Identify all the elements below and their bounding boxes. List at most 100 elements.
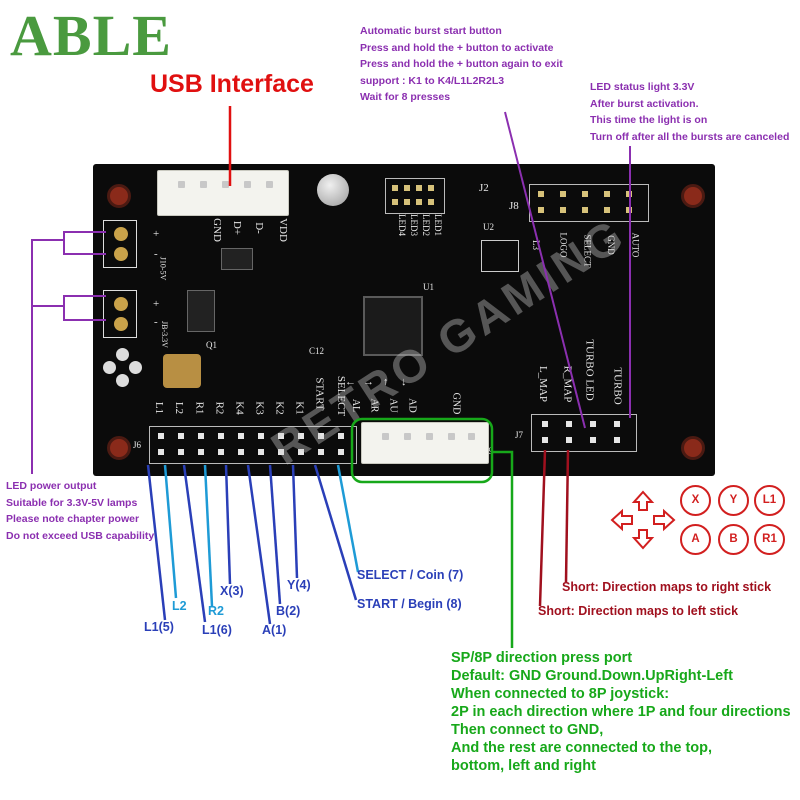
led-power-callout-line (63, 295, 106, 321)
port-callout-line (492, 450, 514, 648)
minus-label: - (154, 248, 158, 260)
u1-label: U1 (423, 282, 434, 292)
button-a: A (680, 524, 711, 555)
j8-label: J8 (509, 200, 519, 212)
j9-arrow: ↓ (401, 376, 407, 388)
j6-label: J6 (133, 440, 142, 450)
burst-callout-line (504, 111, 586, 429)
brand-logo: ABLE (10, 3, 172, 68)
plus-label: + (153, 228, 160, 240)
burst-note-line: Press and hold the + button to activate (360, 41, 554, 54)
port-note-line: bottom, left and right (451, 758, 596, 774)
led-status-note-line: After burst activation. (590, 97, 699, 110)
a1-line (246, 464, 272, 625)
l1-5-line (146, 464, 167, 621)
port-note-line: Default: GND Ground.Down.UpRight-Left (451, 668, 733, 684)
button-x: X (680, 485, 711, 516)
start-line (313, 464, 358, 601)
label-r2: R2 (208, 604, 224, 618)
port-note-line: And the rest are connected to the top, (451, 740, 713, 756)
label-l2: L2 (172, 599, 187, 613)
mount-hole-icon (681, 436, 705, 460)
led-power-callout-line (63, 240, 106, 255)
led-power-note: LED power output Suitable for 3.3V-5V la… (6, 478, 154, 544)
j2-label: J2 (479, 182, 489, 194)
l1-6-line (182, 464, 207, 623)
burst-note-line: Wait for 8 presses (360, 91, 451, 103)
port-highlight (350, 417, 494, 484)
label-select: SELECT / Coin (7) (357, 568, 464, 582)
button-b: B (718, 524, 749, 555)
label-short-left: Short: Direction maps to left stick (538, 604, 739, 618)
burst-note-line: Press and hold the + button again to exi… (360, 58, 563, 70)
label-b2: B(2) (276, 604, 301, 618)
u2-label: U2 (483, 222, 494, 232)
label-l1-5: L1(5) (144, 620, 174, 634)
j7-header (531, 414, 637, 452)
jb-terminal (103, 290, 137, 338)
dpad-arrows-icon (610, 490, 676, 550)
label-l1-6: L1(6) (202, 623, 232, 637)
j6-button-header (149, 426, 357, 464)
j10-terminal (103, 220, 137, 268)
c12-label: C12 (309, 346, 325, 356)
j9-arrow: → (363, 376, 374, 388)
x3-line (224, 464, 232, 585)
plus-label: + (153, 298, 160, 310)
port-note-line: When connected to 8P joystick: (451, 686, 670, 702)
r2-line (203, 464, 214, 607)
button-l1: L1 (754, 485, 785, 516)
smd-component (221, 248, 253, 270)
j9-arrow: ↑ (383, 376, 389, 388)
burst-note: Automatic burst start button Press and h… (360, 23, 563, 106)
right-map-line (564, 449, 570, 583)
button-y: Y (718, 485, 749, 516)
led-power-note-line: Do not exceed USB capability (6, 529, 155, 542)
buzzer-icon (317, 174, 349, 206)
port-note-line: Then connect to GND, (451, 722, 604, 738)
label-x3: X(3) (220, 584, 244, 598)
capacitor-icon (163, 354, 201, 388)
label-start: START / Begin (8) (357, 597, 462, 611)
usb-interface-title: USB Interface (150, 70, 314, 98)
mount-hole-icon (107, 184, 131, 208)
led-status-note: LED status light 3.3V After burst activa… (590, 79, 789, 145)
led-power-note-line: Suitable for 3.3V-5V lamps (6, 496, 138, 509)
j9-arrow: ← (345, 376, 356, 388)
direction-port-connector (361, 422, 489, 464)
u2-chip (481, 240, 519, 272)
mount-hole-icon (681, 184, 705, 208)
port-note-line: 2P in each direction where 1P and four d… (451, 704, 791, 720)
y4-line (291, 464, 299, 579)
usb-connector (157, 170, 289, 216)
minus-label: - (154, 316, 158, 328)
led-status-note-line: Turn off after all the bursts are cancel… (590, 130, 790, 143)
led-power-callout-line (31, 231, 106, 474)
q1-label: Q1 (206, 340, 217, 350)
button-r1: R1 (754, 524, 785, 555)
burst-note-line: Automatic burst start button (360, 25, 502, 37)
burst-note-line: support : K1 to K4/L1L2R2L3 (360, 74, 505, 87)
left-map-line (538, 449, 547, 607)
port-note-line: SP/8P direction press port (451, 650, 633, 666)
mount-hole-icon (107, 436, 131, 460)
label-a1: A(1) (262, 623, 287, 637)
l2-line (163, 464, 178, 599)
led-power-note-line: LED power output (6, 480, 97, 492)
select-line (336, 464, 360, 573)
label-short-right: Short: Direction maps to right stick (562, 580, 772, 594)
controller-board: GND D+ D- VDD J2 LED4 LED3 LED2 LED1 J8 … (93, 164, 715, 476)
label-y4: Y(4) (287, 578, 311, 592)
main-chip (363, 296, 423, 356)
j2-header (385, 178, 445, 214)
regulator-component (187, 290, 215, 332)
led-power-note-line: Please note chapter power (6, 513, 140, 525)
b2-line (268, 464, 282, 605)
port-note: SP/8P direction press port Default: GND … (451, 649, 791, 775)
logo-pattern-icon (103, 348, 143, 388)
j7-label: J7 (515, 430, 524, 440)
led-status-note-line: LED status light 3.3V (590, 81, 695, 93)
led-status-note-line: This time the light is on (590, 114, 708, 126)
j9-label: J9 (485, 446, 494, 456)
